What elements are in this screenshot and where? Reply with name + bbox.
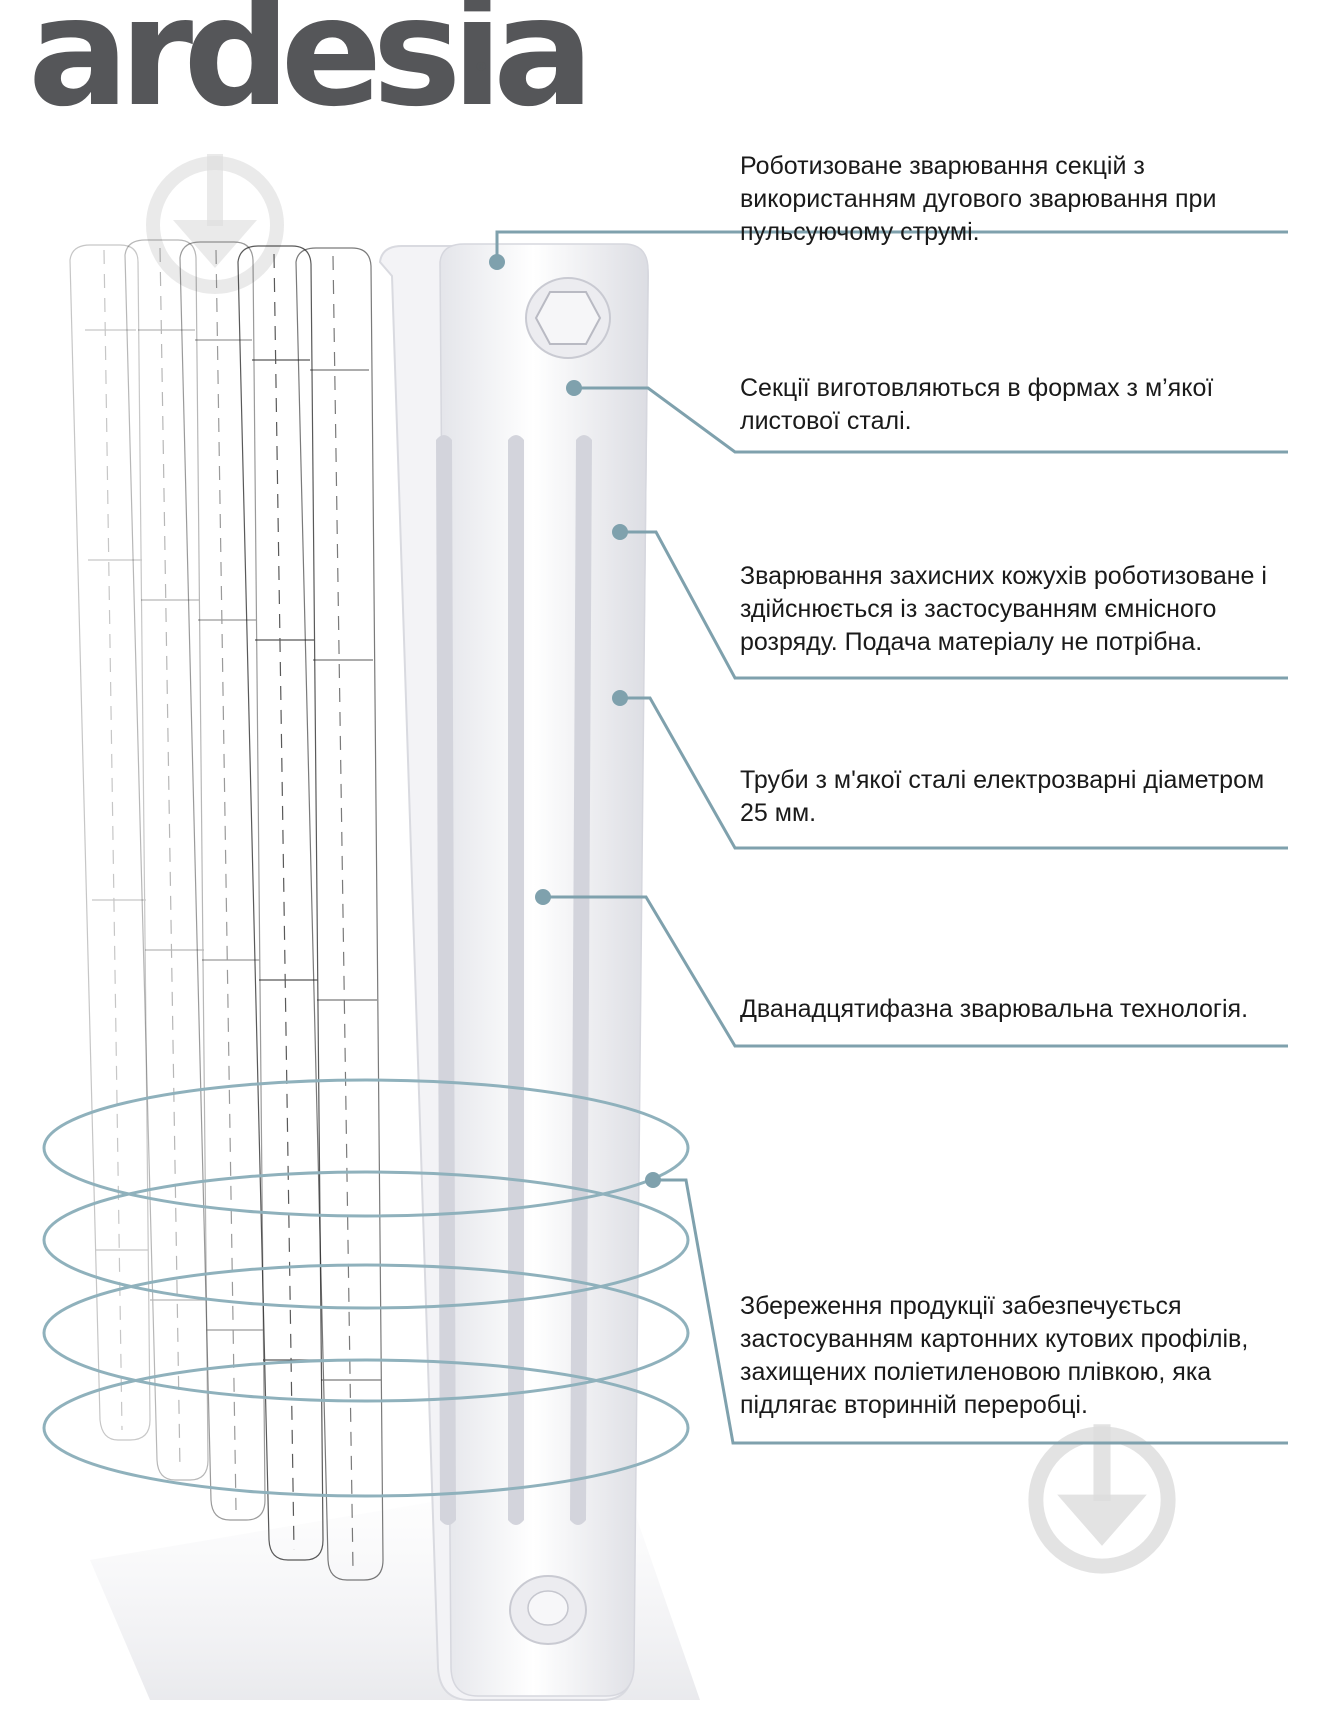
callout-dot (612, 690, 628, 706)
callout-dot (612, 524, 628, 540)
callout-dots (489, 254, 661, 1188)
packaging-rings (42, 1078, 690, 1498)
wireframe-section (237, 245, 324, 1561)
wireframe-section (69, 244, 151, 1441)
wireframe-section (295, 247, 384, 1581)
packaging-ring (42, 1170, 690, 1310)
callout-line (653, 1178, 1288, 1445)
callout-line (543, 895, 1288, 1048)
callout-line (620, 696, 1288, 850)
brand-logo: ardesia ® (20, 0, 594, 160)
callout-line (574, 386, 1288, 454)
download-arrow-icon (146, 154, 284, 294)
callout-robotic-welding: Роботизоване зварювання секцій з викорис… (740, 152, 1217, 246)
callout-dot (489, 254, 505, 270)
wireframe-section (124, 239, 209, 1481)
packaging-ring (42, 1078, 690, 1218)
callout-dot (566, 380, 582, 396)
callout-line (495, 230, 1288, 262)
callout-shroud-welding: Зварювання захисних кожухів роботизоване… (740, 562, 1267, 656)
callout-twelve-phase-welding: Дванадцятифазна зварювальна технологія. (740, 995, 1249, 1023)
packaging-ring (42, 1358, 690, 1498)
wireframe-section (179, 241, 266, 1521)
callout-lines (495, 230, 1288, 1445)
download-arrow-icon (1028, 1424, 1176, 1574)
packaging-ring (42, 1263, 690, 1403)
callout-sections-forming: Секції виготовляються в формах з м’якої … (740, 374, 1214, 435)
radiator-section (378, 243, 650, 1701)
brand-logo-text: ardesia (28, 0, 594, 140)
callout-steel-tubes: Труби з м'якої сталі електрозварні діаме… (740, 766, 1265, 827)
callout-dot (645, 1172, 661, 1188)
callout-packaging: Збереження продукції забезпечується заст… (740, 1292, 1249, 1419)
wireframe-sections (69, 239, 384, 1581)
callout-dot (535, 889, 551, 905)
registered-mark: ® (476, 58, 487, 74)
callout-line (620, 530, 1288, 680)
